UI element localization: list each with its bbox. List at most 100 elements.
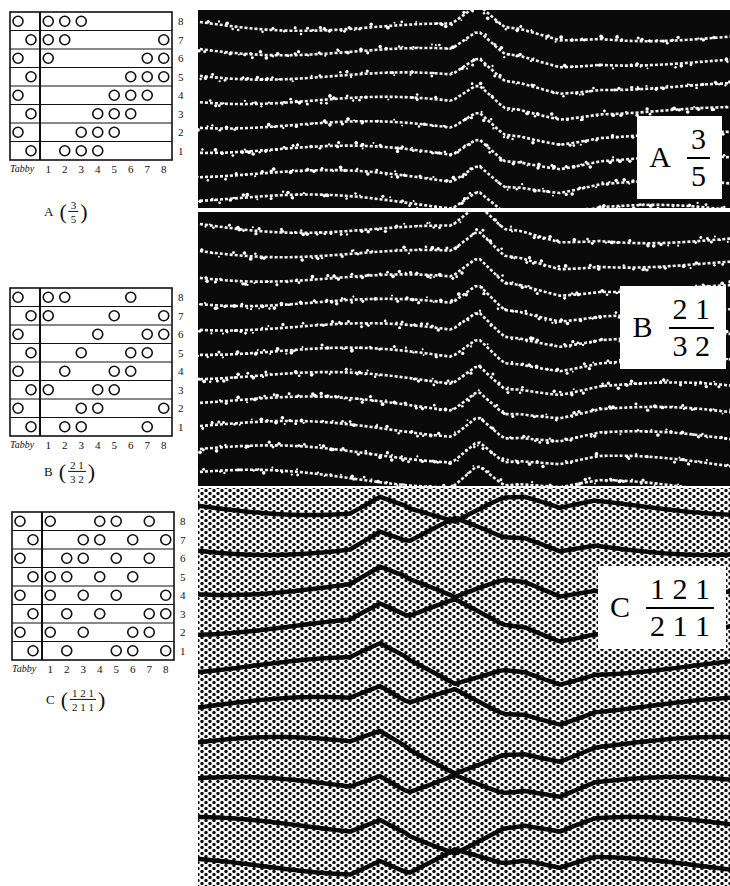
speckle <box>432 72 435 75</box>
speckle <box>417 46 419 48</box>
speckle <box>202 468 205 471</box>
speckle <box>398 45 400 47</box>
speckle <box>594 316 597 319</box>
speckle <box>438 151 441 154</box>
speckle <box>239 424 241 426</box>
speckle <box>609 478 612 481</box>
speckle <box>666 42 669 45</box>
speckle <box>328 94 332 98</box>
speckle <box>591 317 594 320</box>
speckle <box>346 51 350 55</box>
speckle <box>507 109 509 111</box>
speckle <box>385 174 387 176</box>
speckle <box>551 439 555 443</box>
speckle <box>631 179 634 182</box>
speckle <box>337 50 340 53</box>
speckle <box>431 152 434 155</box>
speckle <box>247 445 250 448</box>
speckle <box>695 87 697 89</box>
speckle <box>616 136 619 139</box>
speckle <box>329 373 331 375</box>
speckle <box>588 165 592 169</box>
speckle <box>619 114 622 117</box>
speckle <box>713 381 715 383</box>
speckle <box>234 329 237 332</box>
speckle <box>454 153 456 155</box>
speckle <box>478 389 480 391</box>
speckle <box>527 165 529 167</box>
speckle <box>390 458 394 462</box>
speckle <box>597 267 601 271</box>
grid-rule <box>10 399 172 400</box>
speckle <box>497 181 500 184</box>
speckle <box>713 408 715 410</box>
speckle <box>582 391 585 394</box>
speckle <box>504 308 507 311</box>
speckle <box>323 27 327 31</box>
speckle <box>595 38 597 40</box>
parenthesis: ) <box>88 460 95 484</box>
speckle <box>595 452 599 456</box>
speckle <box>509 436 512 439</box>
speckle <box>263 349 265 351</box>
speckle <box>719 239 721 241</box>
lift-mark <box>62 646 72 656</box>
grid-rule <box>12 530 174 531</box>
speckle <box>564 438 567 441</box>
speckle <box>396 175 399 178</box>
speckle <box>350 349 354 353</box>
speckle <box>694 384 696 386</box>
speckle <box>397 484 399 486</box>
speckle <box>224 52 226 54</box>
speckle <box>311 257 313 259</box>
lift-mark <box>126 72 136 82</box>
speckle <box>699 381 702 384</box>
speckle <box>527 285 529 287</box>
speckle <box>586 238 589 241</box>
speckle <box>416 225 418 227</box>
speckle <box>567 92 569 94</box>
speckle <box>341 297 343 299</box>
speckle <box>419 248 421 250</box>
speckle <box>219 445 221 447</box>
weft-line <box>198 686 730 725</box>
speckle <box>596 115 598 117</box>
tabby-divider <box>39 12 41 160</box>
speckle <box>535 314 537 316</box>
speckle <box>295 125 298 128</box>
speckle <box>276 469 279 472</box>
speckle <box>722 413 724 415</box>
speckle <box>530 29 532 31</box>
grid-rule <box>12 586 174 587</box>
speckle <box>521 183 523 185</box>
speckle <box>689 267 691 269</box>
speckle <box>417 301 420 304</box>
speckle <box>260 105 262 107</box>
speckle <box>341 255 344 258</box>
column-number: 7 <box>145 163 151 175</box>
speckle <box>631 136 634 139</box>
speckle <box>469 372 472 375</box>
speckle <box>546 441 549 444</box>
speckle <box>289 171 293 175</box>
speckle <box>438 273 442 277</box>
speckle <box>232 154 235 157</box>
speckle <box>496 274 498 276</box>
speckle <box>664 267 667 270</box>
speckle <box>547 34 550 37</box>
speckle <box>249 257 253 261</box>
speckle <box>426 274 430 278</box>
fabric-panel <box>198 10 730 208</box>
speckle <box>287 54 290 57</box>
speckle <box>482 292 485 295</box>
speckle <box>577 293 580 296</box>
speckle <box>551 322 553 324</box>
speckle <box>224 178 227 181</box>
speckle <box>543 265 545 267</box>
speckle <box>606 183 609 186</box>
speckle <box>421 407 424 410</box>
speckle <box>476 313 479 316</box>
speckle <box>246 372 249 375</box>
speckle <box>401 458 404 461</box>
speckle <box>273 125 276 128</box>
